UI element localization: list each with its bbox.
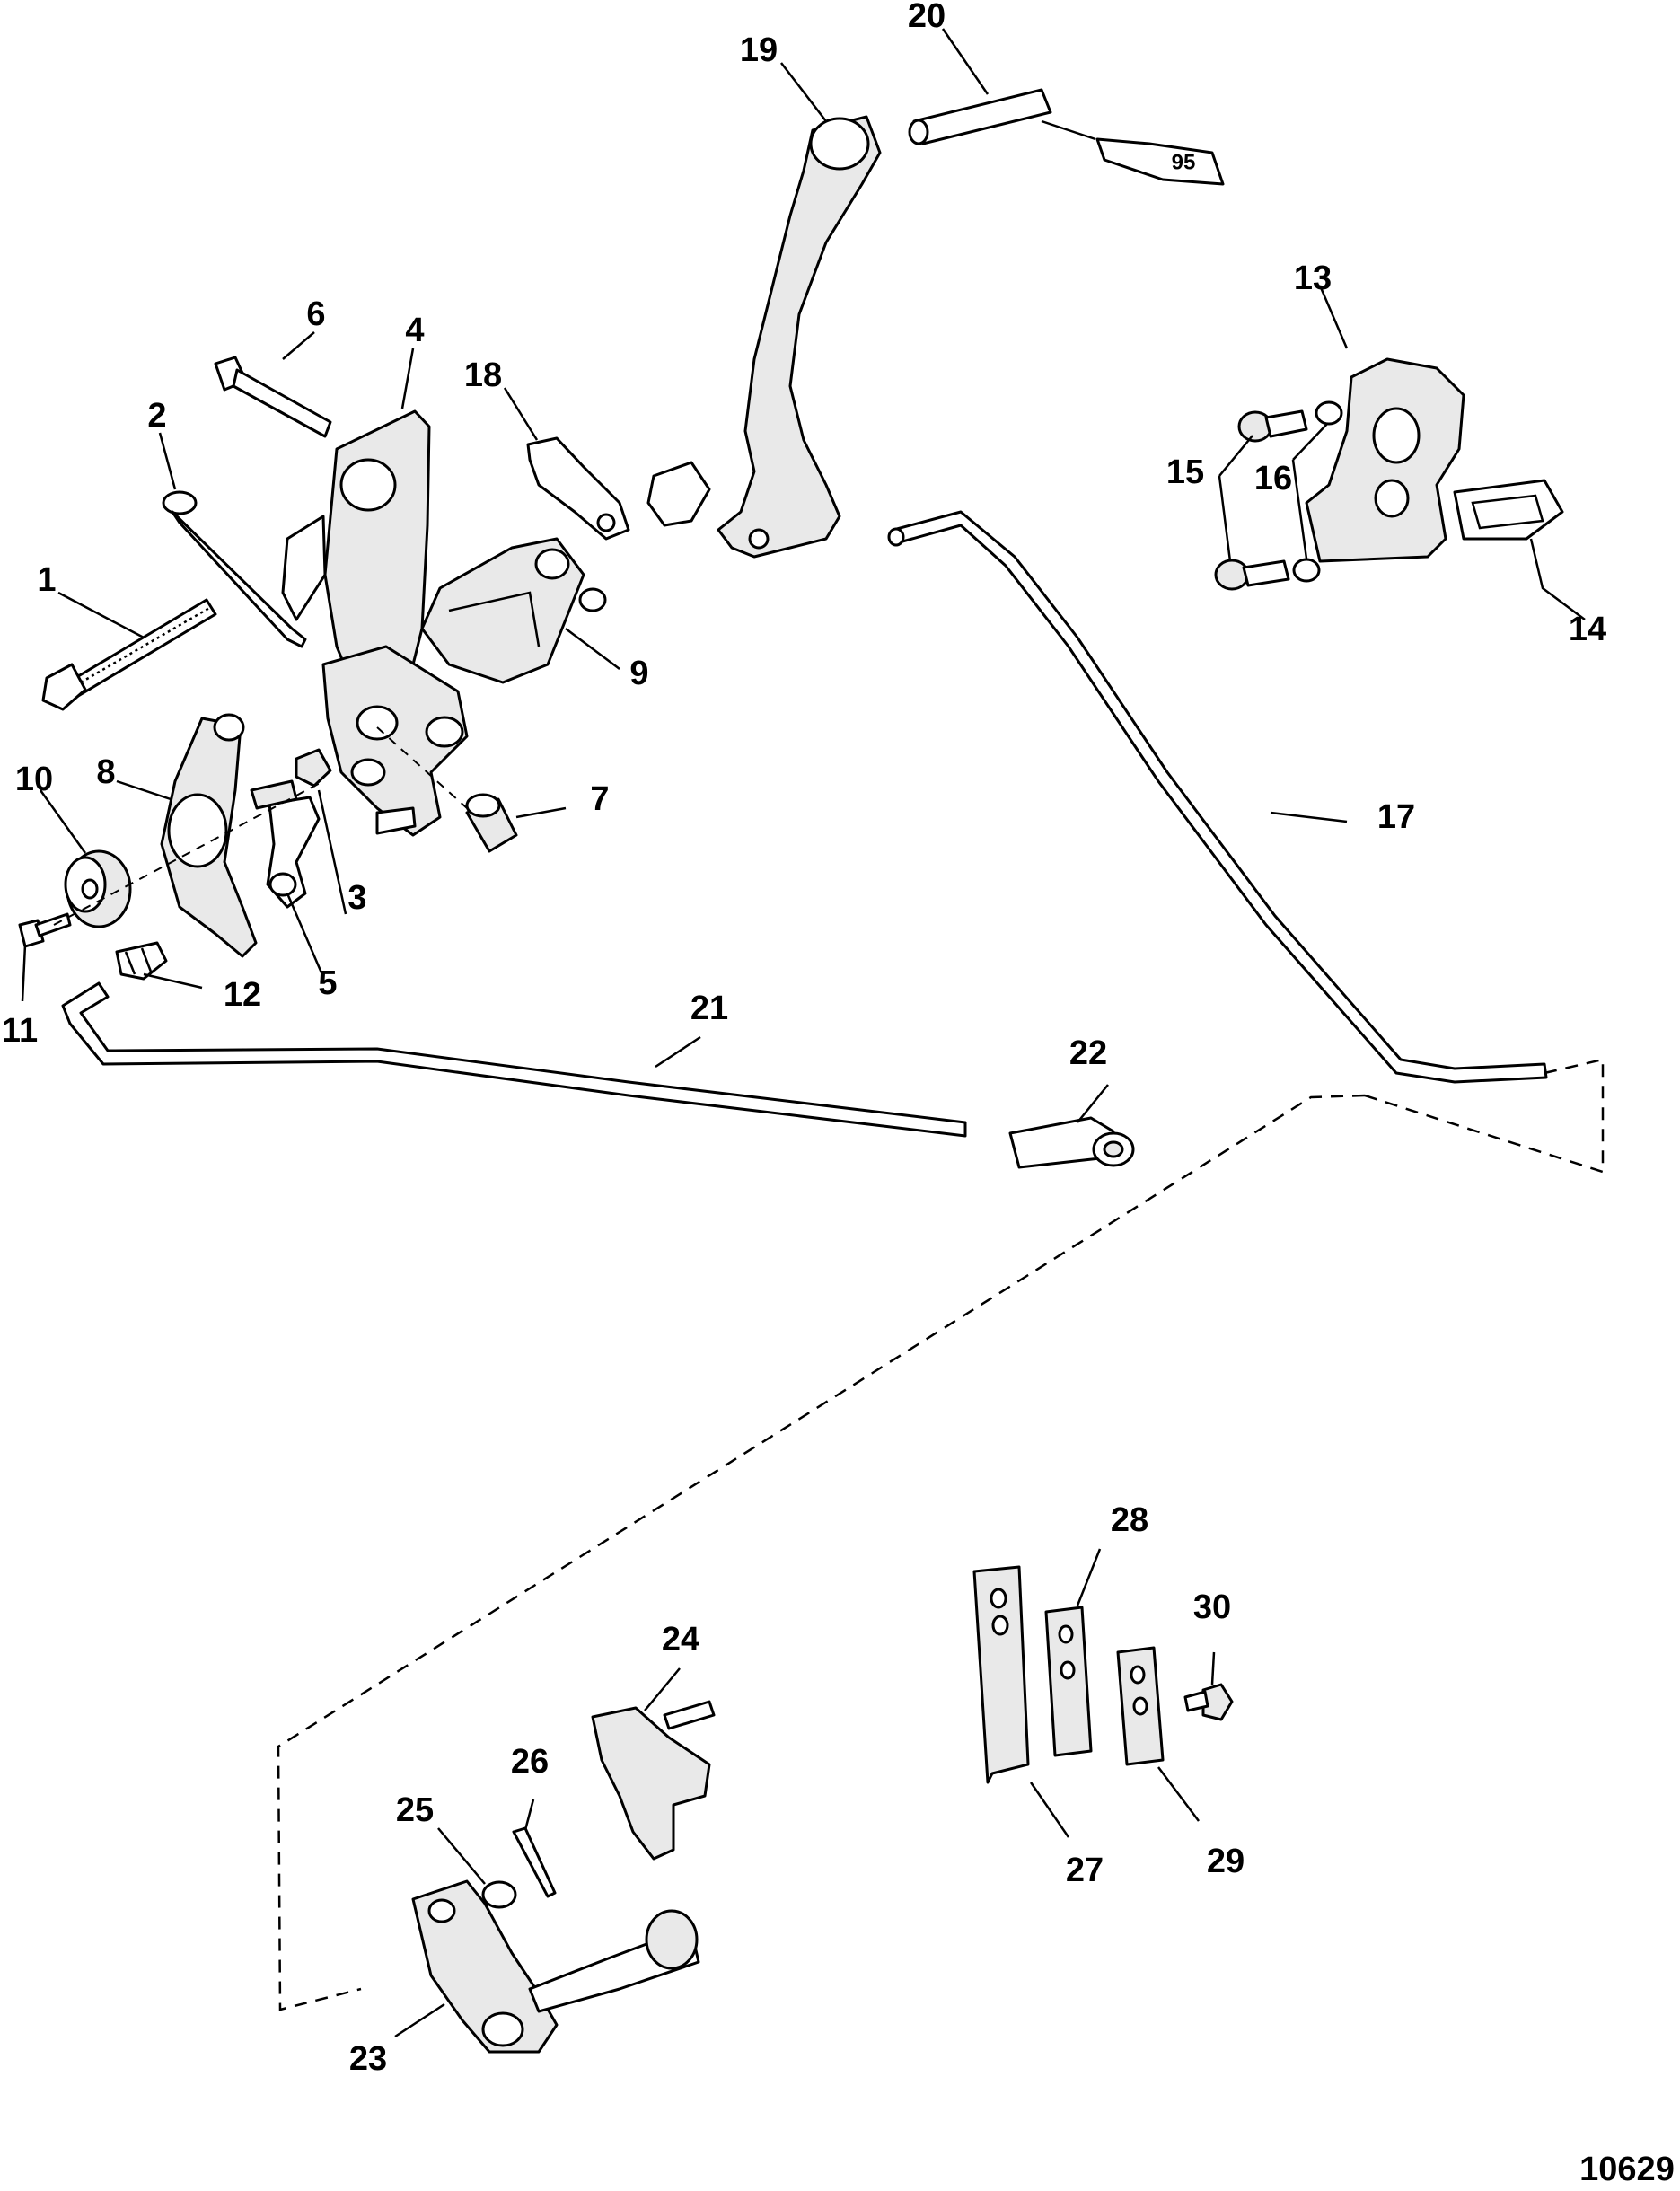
part-24-clevis — [591, 1700, 716, 1861]
figure-number: 10629 — [1579, 2151, 1675, 2188]
part-5-link — [250, 779, 321, 909]
part-19-curved-bracket — [646, 115, 882, 559]
callout-24: 24 — [662, 1621, 699, 1659]
part-6-bolt — [214, 356, 332, 438]
part-4-bracket — [281, 409, 431, 711]
tube-label: 95 — [1172, 150, 1196, 174]
part-18-clip — [526, 436, 630, 541]
callout-3: 3 — [347, 879, 366, 917]
part-27-plate — [972, 1565, 1030, 1784]
callout-6: 6 — [306, 295, 325, 333]
part-8-lever — [160, 713, 258, 958]
part-16-bushing — [1292, 400, 1343, 583]
part-15-screw-lower — [1214, 559, 1290, 591]
part-22-rod-end — [1008, 1116, 1135, 1169]
part-28-plate — [1044, 1606, 1093, 1757]
part-3-nut — [295, 748, 332, 788]
lubricant-tube: 95 — [1095, 137, 1225, 186]
part-15-screw-upper — [1237, 409, 1308, 443]
callout-4: 4 — [405, 312, 424, 349]
callout-17: 17 — [1377, 798, 1415, 836]
callout-10: 10 — [15, 761, 53, 798]
part-2-pin — [162, 490, 307, 648]
callout-11: 11 — [2, 1012, 38, 1050]
part-20-pin — [908, 88, 1096, 145]
part-9-guide — [420, 537, 607, 684]
callout-30: 30 — [1193, 1588, 1231, 1626]
part-10-knob — [64, 849, 132, 928]
callout-19: 19 — [740, 31, 778, 69]
part-assembly-body — [321, 645, 469, 837]
callout-18: 18 — [464, 356, 502, 394]
part-25-washer — [481, 1880, 517, 1909]
callout-29: 29 — [1207, 1843, 1245, 1880]
callout-26: 26 — [511, 1743, 549, 1781]
callout-9: 9 — [629, 655, 648, 692]
callout-16: 16 — [1254, 460, 1292, 497]
callout-22: 22 — [1069, 1034, 1107, 1072]
part-14-plate — [1453, 479, 1564, 541]
centerline-axis — [53, 780, 324, 926]
callout-27: 27 — [1066, 1852, 1104, 1889]
callout-21: 21 — [690, 990, 728, 1027]
callout-13: 13 — [1294, 260, 1332, 297]
part-17-rod — [887, 510, 1548, 1084]
part-30-screw — [1183, 1683, 1234, 1721]
callout-14: 14 — [1569, 611, 1606, 648]
callout-15: 15 — [1166, 453, 1204, 491]
part-7-sleeve — [465, 793, 518, 853]
callout-28: 28 — [1111, 1501, 1148, 1539]
part-12-clip — [115, 941, 168, 981]
part-1-bolt — [41, 598, 217, 711]
callout-8: 8 — [96, 753, 115, 791]
callout-25: 25 — [396, 1791, 434, 1829]
part-29-plate — [1116, 1646, 1165, 1766]
part-23-shift-lever — [411, 1879, 700, 2054]
callout-23: 23 — [349, 2040, 387, 2078]
callout-1: 1 — [37, 561, 56, 599]
callout-labels: 1 2 3 4 5 6 7 8 9 10 11 12 13 14 15 16 1… — [2, 0, 1606, 2078]
part-26-cotter-pin — [512, 1826, 557, 1898]
callout-7: 7 — [590, 780, 609, 818]
leader-lines — [21, 28, 1586, 2038]
callout-2: 2 — [147, 397, 166, 435]
detail-boundary — [277, 1094, 1366, 2011]
callout-12: 12 — [224, 976, 261, 1014]
part-11-screw — [18, 912, 72, 948]
part-13-housing — [1305, 357, 1465, 563]
callout-20: 20 — [908, 0, 946, 35]
callout-5: 5 — [318, 964, 337, 1002]
part-21-rod — [61, 981, 967, 1138]
